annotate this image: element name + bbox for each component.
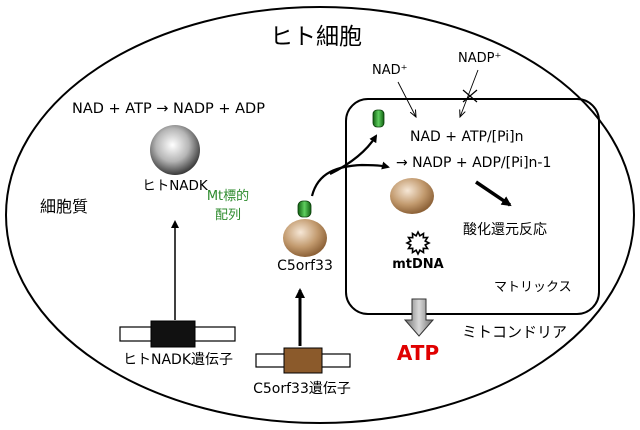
redox-arrow <box>475 180 512 207</box>
mito-enzyme-sphere <box>390 178 434 214</box>
mt-signal-label-2: 配列 <box>215 208 241 223</box>
mitochondria-outline <box>345 98 600 315</box>
cytoplasm-label: 細胞質 <box>40 197 88 216</box>
nadp-block-mark-b <box>462 89 478 103</box>
import-arrow-to-matrix <box>310 161 390 197</box>
nadp-plus-label: NADP⁺ <box>458 51 501 66</box>
redox-label: 酸化還元反応 <box>463 222 547 238</box>
c5orf33-protein-label: C5orf33 <box>277 258 333 274</box>
nadk-gene-exon <box>150 320 196 348</box>
nadk-reaction: NAD + ATP → NADP + ADP <box>72 101 265 117</box>
c5orf33-mt-tag <box>297 200 312 218</box>
atp-label: ATP <box>397 341 439 365</box>
c5orf33-gene-exon <box>283 347 323 374</box>
mtdna-symbol <box>405 230 431 256</box>
c5orf33-gene-label: C5orf33遺伝子 <box>253 381 351 397</box>
nadk-protein-label: ヒトNADK <box>142 178 209 194</box>
mitochondria-label: ミトコンドリア <box>462 323 567 341</box>
mtdna-label: mtDNA <box>392 257 444 272</box>
nadk-protein-sphere <box>150 125 200 175</box>
import-arrow-to-membrane <box>329 134 378 175</box>
nad-plus-label: NAD⁺ <box>372 63 408 78</box>
mito-reaction-line-1: NAD + ATP/[Pi]n <box>410 129 523 145</box>
nadk-gene-label: ヒトNADK遺伝子 <box>123 352 233 368</box>
cell-membrane <box>5 6 635 424</box>
nad-import-arrow <box>397 81 416 117</box>
mt-signal-label-1: Mt標的 <box>207 188 249 204</box>
atp-output-arrow <box>403 298 435 337</box>
mito-reaction-line-2: → NADP + ADP/[Pi]n-1 <box>396 155 551 171</box>
c5orf33-protein-sphere <box>283 219 327 257</box>
cell-title: ヒト細胞 <box>270 24 362 50</box>
membrane-mt-tag <box>372 109 385 128</box>
nadp-import-arrow <box>460 69 479 117</box>
matrix-label: マトリックス <box>494 280 572 295</box>
